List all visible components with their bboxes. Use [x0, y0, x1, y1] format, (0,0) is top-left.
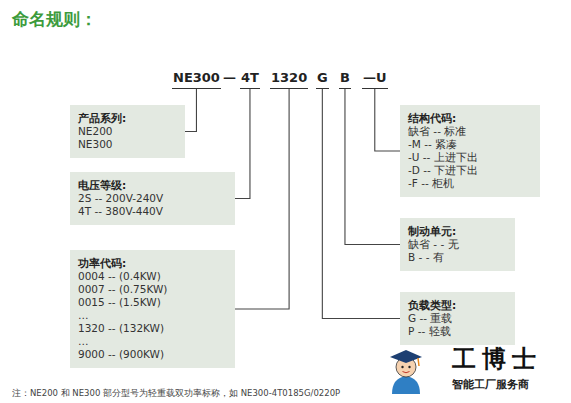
box-item: G -- 重载 — [408, 312, 507, 325]
logo-body — [392, 376, 420, 394]
logo-eye — [408, 366, 410, 368]
leader-connector — [375, 89, 400, 151]
code-segment: G — [316, 70, 329, 89]
box-heading: 结构代码: — [408, 112, 532, 125]
box-heading: 电压等级: — [78, 179, 227, 192]
box-item: … — [78, 335, 227, 348]
code-segment: 1320 — [270, 70, 308, 89]
box-item: 9000 -- (900KW) — [78, 348, 227, 361]
box-heading: 负载类型: — [408, 299, 507, 312]
code-legend-box: 功率代码:0004 -- (0.4KW)0007 -- (0.75KW)0015… — [70, 250, 235, 368]
code-text: —U — [363, 70, 387, 86]
code-text: B — [340, 70, 350, 86]
box-item: 缺省 -- 标准 — [408, 125, 532, 138]
page-title: 命名规则： — [12, 8, 97, 31]
box-heading: 产品系列: — [78, 112, 177, 125]
logo-tassel — [418, 358, 419, 366]
logo-icon — [384, 346, 428, 396]
box-item: -F -- 柜机 — [408, 177, 532, 190]
box-item: 0007 -- (0.75KW) — [78, 283, 227, 296]
box-item: 0015 -- (1.5KW) — [78, 296, 227, 309]
box-item: 缺省 - - 无 — [408, 238, 507, 251]
leader-connector — [235, 89, 289, 309]
code-text: 4T — [241, 70, 259, 86]
leader-connector — [345, 89, 400, 245]
leader-connector — [235, 89, 250, 199]
code-text: 1320 — [271, 70, 307, 86]
box-item: P -- 轻载 — [408, 325, 507, 338]
logo-name: 工博士 — [452, 343, 542, 375]
code-legend-box: 结构代码:缺省 -- 标准-M -- 紧凑-U -- 上进下出-D -- 下进下… — [400, 105, 540, 197]
code-dash: — — [223, 70, 236, 85]
code-legend-box: 产品系列:NE200NE300 — [70, 105, 185, 158]
code-legend-box: 负载类型:G -- 重载P -- 轻载 — [400, 292, 515, 345]
logo-mouth — [403, 372, 410, 373]
box-item: 4T -- 380V-440V — [78, 205, 227, 218]
box-heading: 制动单元: — [408, 225, 507, 238]
logo-eye — [401, 366, 403, 368]
box-item: … — [78, 309, 227, 322]
code-text: NE300 — [173, 70, 220, 86]
box-heading: 功率代码: — [78, 257, 227, 270]
code-legend-box: 制动单元:缺省 - - 无B - - 有 — [400, 218, 515, 271]
code-segment: B — [339, 70, 351, 89]
box-item: NE300 — [78, 138, 177, 151]
code-segment: NE300 — [172, 70, 221, 89]
leader-connector — [185, 89, 196, 132]
logo-cap — [390, 350, 422, 363]
logo-slogan: 智能工厂服务商 — [452, 377, 529, 392]
box-item: 1320 -- (132KW) — [78, 322, 227, 335]
code-legend-box: 电压等级:2S -- 200V-240V4T -- 380V-440V — [70, 172, 235, 225]
box-item: 2S -- 200V-240V — [78, 192, 227, 205]
box-item: -M -- 紧凑 — [408, 138, 532, 151]
box-item: -U -- 上进下出 — [408, 151, 532, 164]
box-item: NE200 — [78, 125, 177, 138]
code-segment: 4T — [240, 70, 260, 89]
box-item: -D -- 下进下出 — [408, 164, 532, 177]
footnote: 注：NE200 和 NE300 部分型号为轻重载双功率标称，如 NE300-4T… — [12, 388, 340, 400]
code-text: G — [317, 70, 328, 86]
code-segment: —U — [362, 70, 388, 89]
leader-connector — [322, 89, 400, 319]
box-item: 0004 -- (0.4KW) — [78, 270, 227, 283]
box-item: B - - 有 — [408, 251, 507, 264]
